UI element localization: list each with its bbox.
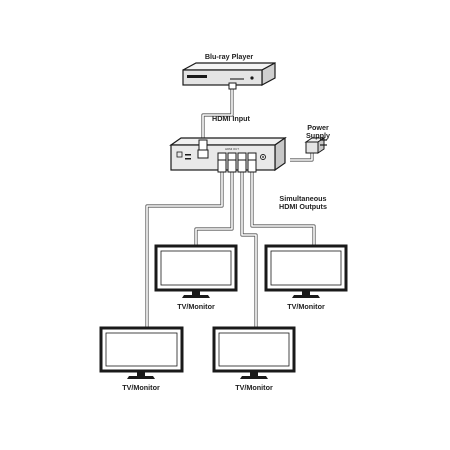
outputs-label-2: HDMI Outputs [279,202,327,211]
hdmi-output-cable-2 [194,172,234,246]
bluray-player-label: Blu-ray Player [205,52,254,61]
tv-monitor-label-3: TV/Monitor [122,383,160,392]
output-plugs [217,159,257,173]
splitter-port-label: HDMI OUT [225,147,239,151]
hdmi-plug-icon [228,82,237,90]
cables [145,88,316,330]
tv-monitor-label-1: TV/Monitor [177,302,215,311]
hdmi-input-label: HDMI Input [212,114,251,123]
tv-monitor-icon [154,244,238,298]
power-supply-label-1: Power [307,123,329,132]
tv-monitor-icon [99,326,184,379]
tv-monitor-icon [212,326,296,379]
power-supply-label-2: Supply [306,131,330,140]
bluray-player-icon [182,61,276,87]
power-adapter-icon [304,137,327,154]
input-plug [198,139,208,151]
tv-monitor-icon [264,244,348,298]
tv-monitor-label-2: TV/Monitor [287,302,325,311]
hdmi-output-cable-3 [240,172,258,330]
outputs-label-1: Simultaneous [279,194,326,203]
tv-monitor-label-4: TV/Monitor [235,383,273,392]
